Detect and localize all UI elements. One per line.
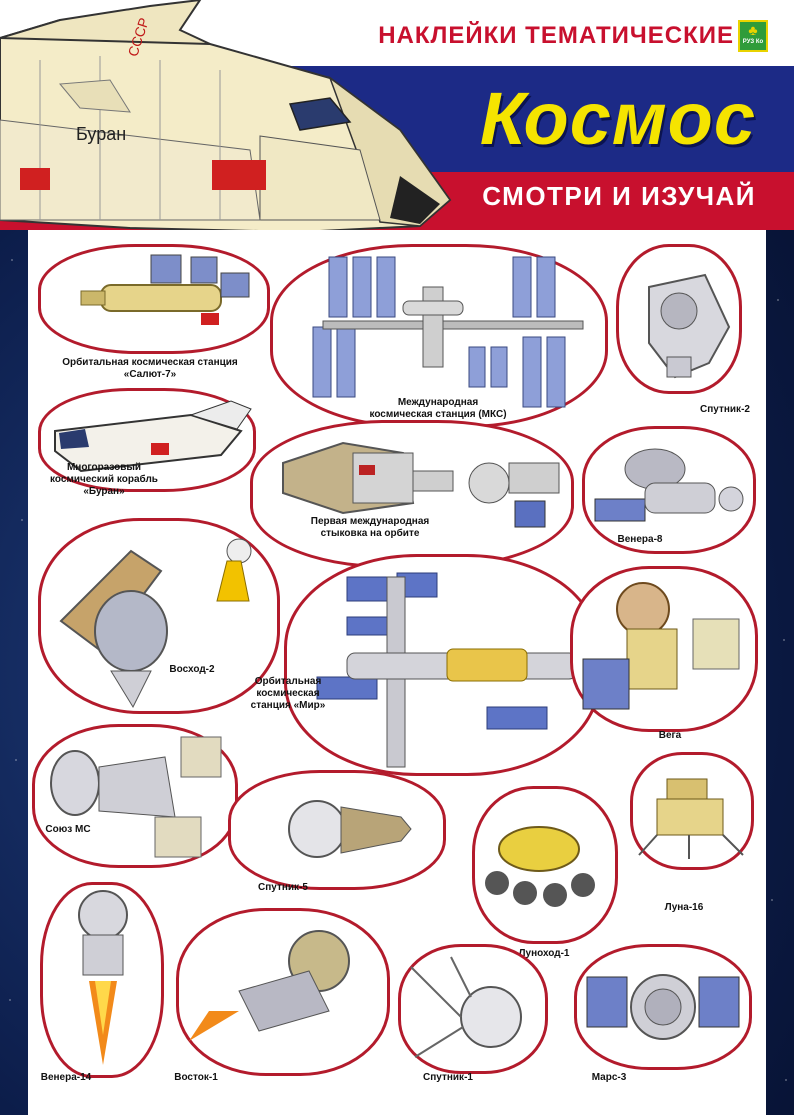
sputnik1-icon bbox=[410, 956, 522, 1058]
label-iss: Международная космическая станция (МКС) bbox=[369, 397, 507, 420]
iss-station-icon bbox=[312, 256, 584, 408]
sticker-vostok1[interactable] bbox=[176, 908, 390, 1076]
sputnik2-icon bbox=[648, 273, 731, 379]
sticker-venera8[interactable] bbox=[582, 426, 756, 554]
label-soyuz: Союз МС bbox=[45, 824, 91, 835]
page-subtitle: СМОТРИ И ИЗУЧАЙ bbox=[482, 181, 756, 211]
label-voskhod2: Восход-2 bbox=[169, 664, 215, 675]
sticker-lunokhod[interactable] bbox=[472, 786, 618, 944]
lunokhod1-icon bbox=[485, 826, 595, 907]
sticker-mir[interactable] bbox=[284, 554, 600, 776]
vega-probe-icon bbox=[582, 582, 740, 710]
luna16-icon bbox=[638, 778, 744, 859]
sticker-voskhod2[interactable] bbox=[38, 518, 280, 714]
label-docking: Первая международная стыковка на орбите bbox=[310, 516, 430, 539]
buran-shuttle-icon bbox=[54, 400, 252, 473]
sticker-venera14[interactable] bbox=[40, 882, 164, 1078]
label-buran: Многоразовый космический корабль «Буран» bbox=[50, 462, 158, 497]
label-salyut7: Орбитальная космическая станция «Салют-7… bbox=[62, 357, 238, 380]
venera8-icon bbox=[594, 448, 744, 522]
label-sputnik1: Спутник-1 bbox=[423, 1072, 473, 1083]
tree-icon: ♣ bbox=[748, 22, 758, 38]
sticker-mars3[interactable] bbox=[574, 944, 752, 1070]
sticker-sputnik5[interactable] bbox=[228, 770, 446, 890]
buran-hero-name: Буран bbox=[76, 124, 126, 144]
label-mars3: Марс-3 bbox=[591, 1072, 627, 1083]
mir-station-icon bbox=[316, 572, 578, 768]
label-vega: Вега bbox=[658, 730, 682, 741]
label-venera14: Венера-14 bbox=[40, 1072, 92, 1083]
label-sputnik5: Спутник-5 bbox=[258, 882, 308, 893]
series-title: НАКЛЕЙКИ ТЕМАТИЧЕСКИЕ bbox=[378, 22, 734, 49]
docking-icon bbox=[282, 441, 560, 528]
label-vostok1: Восток-1 bbox=[174, 1072, 218, 1083]
venera14-icon bbox=[78, 890, 128, 1065]
sticker-buran[interactable] bbox=[38, 388, 256, 492]
sputnik5-icon bbox=[288, 800, 412, 858]
vostok1-icon bbox=[189, 930, 350, 1041]
sticker-luna16[interactable] bbox=[630, 752, 754, 870]
label-lunokhod: Луноход-1 bbox=[518, 948, 570, 959]
sticker-salyut7[interactable] bbox=[38, 244, 270, 354]
sticker-docking[interactable] bbox=[250, 420, 574, 568]
label-venera8: Венера-8 bbox=[617, 534, 663, 545]
buran-hero-illustration: Буран СССР bbox=[0, 0, 452, 234]
sticker-sputnik1[interactable] bbox=[398, 944, 548, 1074]
label-sputnik2: Спутник-2 bbox=[700, 404, 750, 415]
label-luna16: Луна-16 bbox=[664, 902, 704, 913]
salyut7-station-icon bbox=[80, 254, 250, 325]
sticker-vega[interactable] bbox=[570, 566, 758, 732]
publisher-logo: ♣ РУЗ Ко bbox=[738, 20, 768, 52]
page-title: Космос bbox=[479, 77, 756, 160]
voskhod2-icon bbox=[59, 538, 252, 709]
sticker-soyuz[interactable] bbox=[32, 724, 238, 868]
sticker-sputnik2[interactable] bbox=[616, 244, 742, 394]
mars3-icon bbox=[586, 974, 740, 1040]
sticker-iss[interactable] bbox=[270, 244, 608, 428]
label-mir: Орбитальная космическая станция «Мир» bbox=[250, 676, 326, 711]
logo-text: РУЗ Ко bbox=[742, 39, 764, 45]
soyuz-ms-icon bbox=[50, 736, 222, 858]
